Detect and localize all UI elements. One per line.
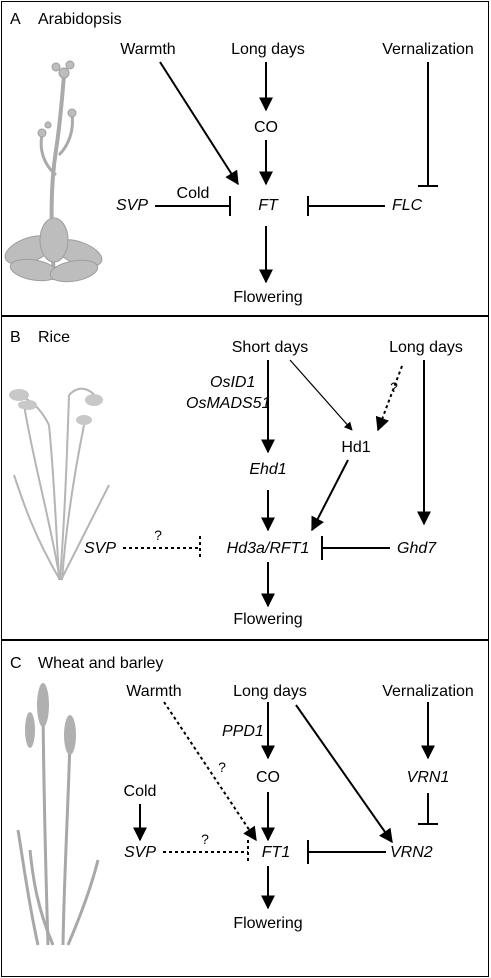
ft1-label: FT1 xyxy=(261,844,291,861)
flc-label: FLC xyxy=(392,197,423,214)
osid1-label: OsID1 xyxy=(210,374,256,391)
flowering-label-rice: Flowering xyxy=(233,611,303,628)
svp-label-wheat: SVP xyxy=(124,844,157,861)
panel-b-letter: B xyxy=(10,329,21,346)
ehd1-label: Ehd1 xyxy=(249,461,287,478)
arabidopsis-plant-illustration xyxy=(4,60,103,283)
flowering-label-wheat: Flowering xyxy=(233,915,303,932)
osmads51-label: OsMADS51 xyxy=(186,395,271,412)
wheat-barley-plant-illustration xyxy=(16,683,100,946)
long-days-label: Long days xyxy=(231,41,305,58)
panel-b-title: Rice xyxy=(38,329,71,346)
cold-label: Cold xyxy=(176,185,210,202)
hd1-question-mark: ? xyxy=(390,379,398,395)
ft-label: FT xyxy=(258,197,278,214)
panel-wheat-barley xyxy=(1,640,489,977)
panel-c-letter: C xyxy=(10,655,22,672)
warmth-question-mark: ? xyxy=(218,759,226,775)
long-days-label-rice: Long days xyxy=(389,339,463,356)
svp-question-mark-rice: ? xyxy=(154,527,162,543)
vernalization-label: Vernalization xyxy=(382,41,474,58)
co-label: CO xyxy=(254,119,278,136)
panel-rice xyxy=(1,316,489,640)
ppd1-label: PPD1 xyxy=(222,723,264,740)
svp-question-mark-wheat: ? xyxy=(201,831,209,847)
svp-label-rice: SVP xyxy=(84,540,117,557)
short-days-label: Short days xyxy=(231,339,309,356)
vernalization-label-wheat: Vernalization xyxy=(382,683,474,700)
warmth-label: Warmth xyxy=(120,41,176,58)
long-days-label-wheat: Long days xyxy=(233,683,307,700)
vrn1-label: VRN1 xyxy=(406,769,450,786)
panel-a-title: Arabidopsis xyxy=(38,11,122,28)
panel-c-title: Wheat and barley xyxy=(38,655,164,672)
ghd7-label: Ghd7 xyxy=(397,540,437,557)
vrn2-label: VRN2 xyxy=(390,844,433,861)
flowering-label: Flowering xyxy=(233,289,303,306)
panel-a-letter: A xyxy=(10,11,21,28)
cold-label-wheat: Cold xyxy=(123,783,157,800)
hd1-label: Hd1 xyxy=(341,439,371,456)
svp-label: SVP xyxy=(116,197,149,214)
rice-plant-illustration xyxy=(9,387,110,581)
hd3a-rft1-label: Hd3a/RFT1 xyxy=(226,540,310,557)
co-label-wheat: CO xyxy=(256,769,280,786)
warmth-label-wheat: Warmth xyxy=(126,683,182,700)
